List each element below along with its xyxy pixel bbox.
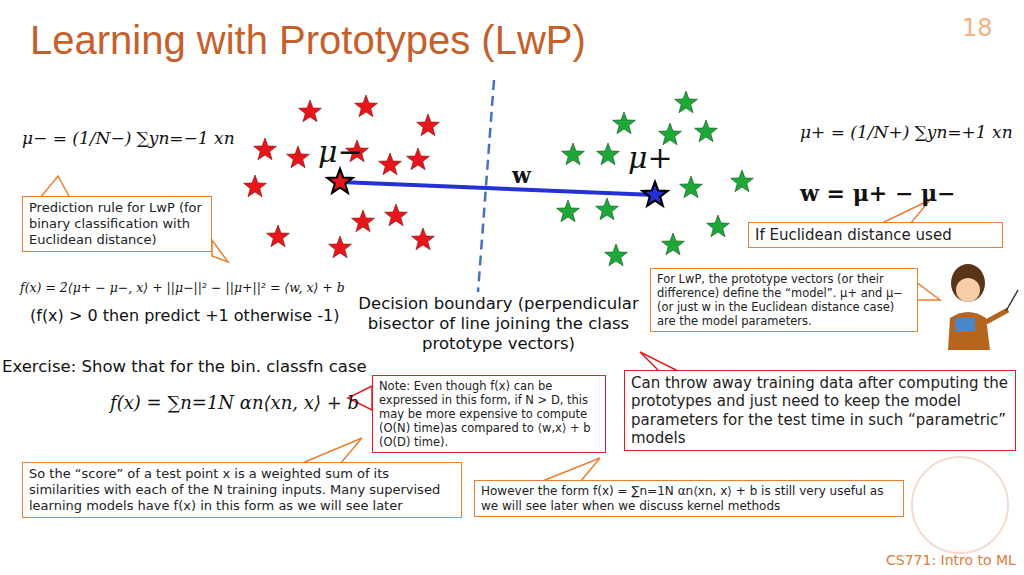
slide-title: Learning with Prototypes (LwP) — [30, 18, 586, 63]
red-star — [355, 95, 378, 117]
callout-text: Can throw away training data after compu… — [631, 374, 1009, 447]
callout-tail — [540, 458, 600, 482]
callout-text: If Euclidean distance used — [755, 226, 996, 244]
page-number: 18 — [962, 14, 993, 43]
green-star — [675, 91, 698, 113]
green-star — [605, 244, 628, 266]
red-star — [385, 204, 408, 226]
mean-pos-star — [642, 182, 667, 206]
red-star — [379, 153, 402, 175]
green-star — [662, 233, 685, 255]
green-star — [562, 143, 585, 165]
green-star — [596, 198, 619, 220]
callout-text: So the “score” of a test point x is a we… — [29, 466, 455, 514]
callout-box: For LwP, the prototype vectors (or their… — [650, 268, 918, 332]
footer: CS771: Intro to ML — [886, 552, 1016, 569]
green-star — [680, 176, 703, 198]
watermark-seal — [912, 457, 1008, 553]
jacket — [948, 312, 990, 350]
red-star — [267, 225, 290, 247]
face — [956, 278, 980, 302]
callout-tail — [640, 352, 680, 372]
red-star — [254, 138, 277, 160]
red-star — [287, 146, 310, 168]
green-star — [695, 120, 718, 142]
callout-box: So the “score” of a test point x is a we… — [22, 462, 462, 518]
vector-label: w — [512, 162, 531, 188]
callout-tail — [916, 282, 940, 300]
arm — [986, 310, 1008, 322]
callout-text: Prediction rule for LwP (for binary clas… — [29, 200, 205, 248]
green-star — [707, 215, 730, 237]
callout-tail — [40, 176, 70, 198]
callout-box: Prediction rule for LwP (for binary clas… — [22, 196, 212, 252]
green-star — [613, 112, 636, 134]
callout-box: Can throw away training data after compu… — [624, 370, 1016, 451]
prototype-label: μ+ — [628, 140, 673, 176]
red-stars — [244, 95, 440, 258]
callout-tail — [212, 240, 228, 262]
callout-text: However the form f(x) = ∑n=1N αn⟨xn, x⟩ … — [481, 484, 897, 513]
teacher-illustration — [948, 264, 1018, 350]
red-star — [412, 228, 435, 250]
callout-text: Note: Even though f(x) can be expressed … — [379, 379, 599, 449]
red-star — [244, 175, 267, 197]
mean-neg-star — [327, 169, 352, 193]
red-star — [352, 210, 375, 232]
red-star — [407, 148, 430, 170]
exercise-text: Exercise: Show that for the bin. classfn… — [2, 357, 367, 377]
formula: μ+ = (1/N+) ∑yn=+1 xn — [800, 122, 1013, 142]
formula: w = μ+ − μ− — [800, 180, 956, 206]
callout-tail — [300, 438, 362, 464]
green-star — [597, 143, 620, 165]
prototype-label: μ− — [318, 134, 363, 170]
note-text: (f(x) > 0 then predict +1 otherwise -1) — [30, 306, 339, 325]
callout-box: Note: Even though f(x) can be expressed … — [372, 375, 606, 453]
callout-box: However the form f(x) = ∑n=1N αn⟨xn, x⟩ … — [474, 480, 904, 517]
green-star — [557, 200, 580, 222]
pointer-stick — [1006, 290, 1018, 311]
callout-text: For LwP, the prototype vectors (or their… — [657, 272, 911, 328]
callout-box: If Euclidean distance used — [748, 222, 1003, 248]
red-star — [329, 236, 352, 258]
green-stars — [557, 91, 754, 266]
formula: μ− = (1/N−) ∑yn=−1 xn — [22, 128, 235, 148]
red-star — [417, 114, 440, 136]
w-vector-line — [340, 182, 655, 195]
hair — [951, 264, 985, 302]
green-star — [731, 170, 754, 192]
red-star — [299, 100, 322, 122]
annotation: Decision boundary (perpendicular bisecto… — [356, 294, 641, 353]
book — [955, 318, 975, 332]
formula: f(x) = ∑n=1N αn⟨xn, x⟩ + b — [110, 392, 359, 414]
formula: f(x) = 2⟨μ+ − μ−, x⟩ + ||μ−||² − ||μ+||²… — [20, 280, 345, 295]
